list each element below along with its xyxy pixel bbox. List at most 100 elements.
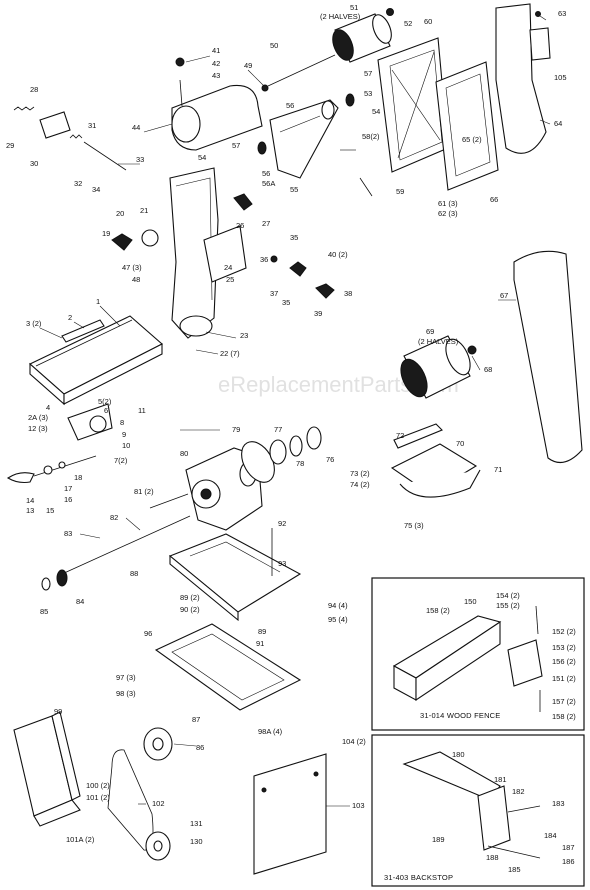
callout-98: 98 (3)	[116, 689, 136, 698]
callout-48: 48	[132, 275, 140, 284]
pulley-84-85	[41, 569, 68, 591]
callout-20: 20	[116, 209, 124, 218]
callout-35b: 35	[282, 298, 290, 307]
callout-68: 68	[484, 365, 492, 374]
callout-63: 63	[558, 9, 566, 18]
callout-91: 91	[256, 639, 264, 648]
callout-16: 16	[64, 495, 72, 504]
callout-62: 62 (3)	[438, 209, 458, 218]
callout-72: 72	[396, 431, 404, 440]
callout-52: 52	[404, 19, 412, 28]
callout-27: 27	[262, 219, 270, 228]
callout-154: 154 (2)	[496, 591, 520, 600]
callout-6: 6	[104, 406, 108, 415]
callout-80: 80	[180, 449, 188, 458]
callout-153: 153 (2)	[552, 643, 576, 652]
callout-14: 14	[26, 496, 34, 505]
callout-33: 33	[136, 155, 144, 164]
callout-30: 30	[30, 159, 38, 168]
callout-181: 181	[494, 775, 507, 784]
stud-43	[179, 79, 183, 107]
callout-105: 105	[554, 73, 567, 82]
callout-103: 103	[352, 801, 365, 810]
callout-95: 95 (4)	[328, 615, 348, 624]
callout-81: 81 (2)	[134, 487, 154, 496]
callout-22: 22 (7)	[220, 349, 240, 358]
callout-156: 156 (2)	[552, 657, 576, 666]
callout-71: 71	[494, 465, 502, 474]
callout-189: 189	[432, 835, 445, 844]
knob-41	[175, 57, 185, 67]
callout-94: 94 (4)	[328, 601, 348, 610]
callout-3: 3 (2)	[26, 319, 42, 328]
callout-60: 60	[424, 17, 432, 26]
callout-labels: 1 2 3 (2) 4 2A (3) 12 (3) 5(2) 6 11 8 9 …	[6, 3, 576, 882]
callout-104: 104 (2)	[342, 737, 366, 746]
callout-5: 5(2)	[98, 397, 112, 406]
drum-51	[332, 13, 392, 63]
platen-70-75	[390, 423, 481, 498]
bracket-105	[529, 27, 551, 61]
knob-19	[111, 233, 133, 251]
table-1	[29, 315, 163, 406]
callout-152: 152 (2)	[552, 627, 576, 636]
callout-185: 185	[508, 865, 521, 874]
callout-158a: 158 (2)	[426, 606, 450, 615]
callout-56: 56	[262, 169, 270, 178]
block-30	[39, 111, 71, 139]
callout-37: 37	[270, 289, 278, 298]
bearings-76-79	[241, 426, 322, 483]
callout-82: 82	[110, 513, 118, 522]
leader-lines	[39, 15, 551, 807]
callout-54b: 54	[372, 107, 380, 116]
nut-52	[386, 8, 394, 16]
callout-92: 92	[278, 519, 286, 528]
callout-96: 96	[144, 629, 152, 638]
callout-4: 4	[46, 403, 50, 412]
callout-150: 150	[464, 597, 477, 606]
shaft-50	[261, 54, 336, 92]
bracket-55	[269, 99, 339, 179]
callout-64: 64	[554, 119, 562, 128]
callout-184: 184	[544, 831, 557, 840]
frame-60	[377, 37, 449, 173]
callout-18: 18	[74, 473, 82, 482]
callout-13: 13	[26, 506, 34, 515]
callout-69: 69	[426, 327, 434, 336]
trunnion-assembly	[67, 403, 113, 441]
callout-35: 35	[290, 233, 298, 242]
callout-15: 15	[46, 506, 54, 515]
callout-58-label: 56	[286, 101, 294, 110]
backstop-caption: 31-403 BACKSTOP	[384, 873, 453, 882]
callout-93: 93	[278, 559, 286, 568]
callout-12: 12 (3)	[28, 424, 48, 433]
callout-97: 97 (3)	[116, 673, 136, 682]
callout-36: 36	[260, 255, 268, 264]
bar-2	[61, 319, 105, 343]
callout-26: 26	[236, 221, 244, 230]
hub-20	[141, 229, 159, 247]
callout-79: 79	[232, 425, 240, 434]
callout-7: 7(2)	[114, 456, 128, 465]
wood-fence-inset	[371, 577, 585, 731]
callout-21: 21	[140, 206, 148, 215]
callout-23: 23	[240, 331, 248, 340]
callout-50: 50	[270, 41, 278, 50]
callout-31: 31	[88, 121, 96, 130]
callout-83: 83	[64, 529, 72, 538]
motor-cover-44	[171, 84, 263, 151]
callout-43: 43	[212, 71, 220, 80]
callout-65: 65 (2)	[462, 135, 482, 144]
callout-99: 99	[54, 707, 62, 716]
callout-188: 188	[486, 853, 499, 862]
callout-9: 9	[122, 430, 126, 439]
screw-63	[535, 11, 541, 17]
callout-11: 11	[138, 406, 146, 415]
callout-86: 86	[196, 743, 204, 752]
callout-157: 157 (2)	[552, 697, 576, 706]
callout-101a: 101A (2)	[66, 835, 95, 844]
callout-180: 180	[452, 750, 465, 759]
backstop-inset	[371, 734, 585, 887]
callout-25: 25	[226, 275, 234, 284]
